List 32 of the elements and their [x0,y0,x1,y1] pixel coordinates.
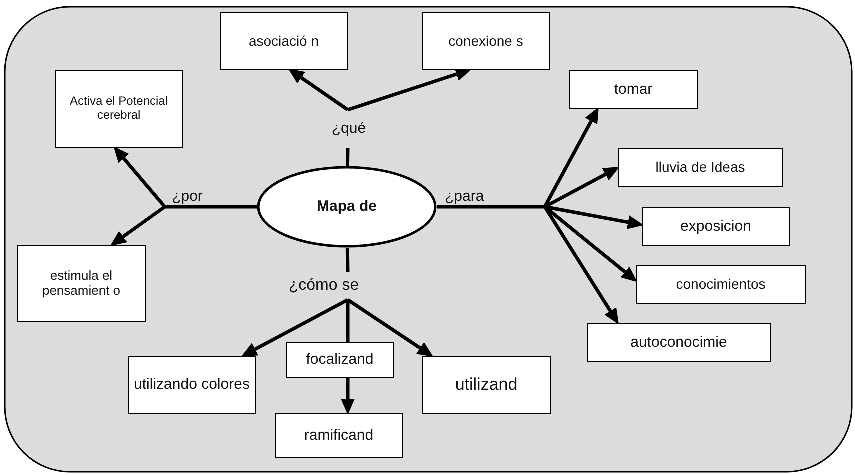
arrow [241,298,349,357]
branch-label: ¿por [172,188,203,206]
central-topic: Mapa de [316,198,377,216]
concept-box: lluvia de Ideas [618,148,783,187]
branch-label: ¿cómo se [288,276,360,296]
concept-box: conexione s [422,12,550,70]
concept-box: Activa el Potencial cerebral [55,70,183,148]
connector-line [165,205,257,209]
connector-line [346,248,350,272]
concept-box: autoconocimie [587,323,771,362]
arrow [288,68,349,112]
branch-label: ¿para [445,188,484,206]
concept-box: exposicion [642,207,790,246]
concept-box: tomar [569,70,698,109]
connector-line [437,205,545,209]
concept-box: conocimientos [636,265,806,304]
arrow [544,206,620,325]
concept-box: utilizand [422,356,551,414]
branch-label: ¿qué [332,120,366,138]
arrow [114,146,166,208]
concept-box: ramificand [275,413,403,458]
arrow [347,298,434,358]
arrow [347,68,472,112]
connector-line [346,300,350,342]
concept-box: asociació n [220,12,348,70]
arrow [110,206,166,246]
concept-box: focalizand [286,342,394,378]
concept-box: estimula el pensamient o [17,245,146,322]
arrow [341,378,355,415]
connector-line [346,148,350,166]
arrow [543,107,599,208]
concept-box: utilizando colores [128,356,256,414]
